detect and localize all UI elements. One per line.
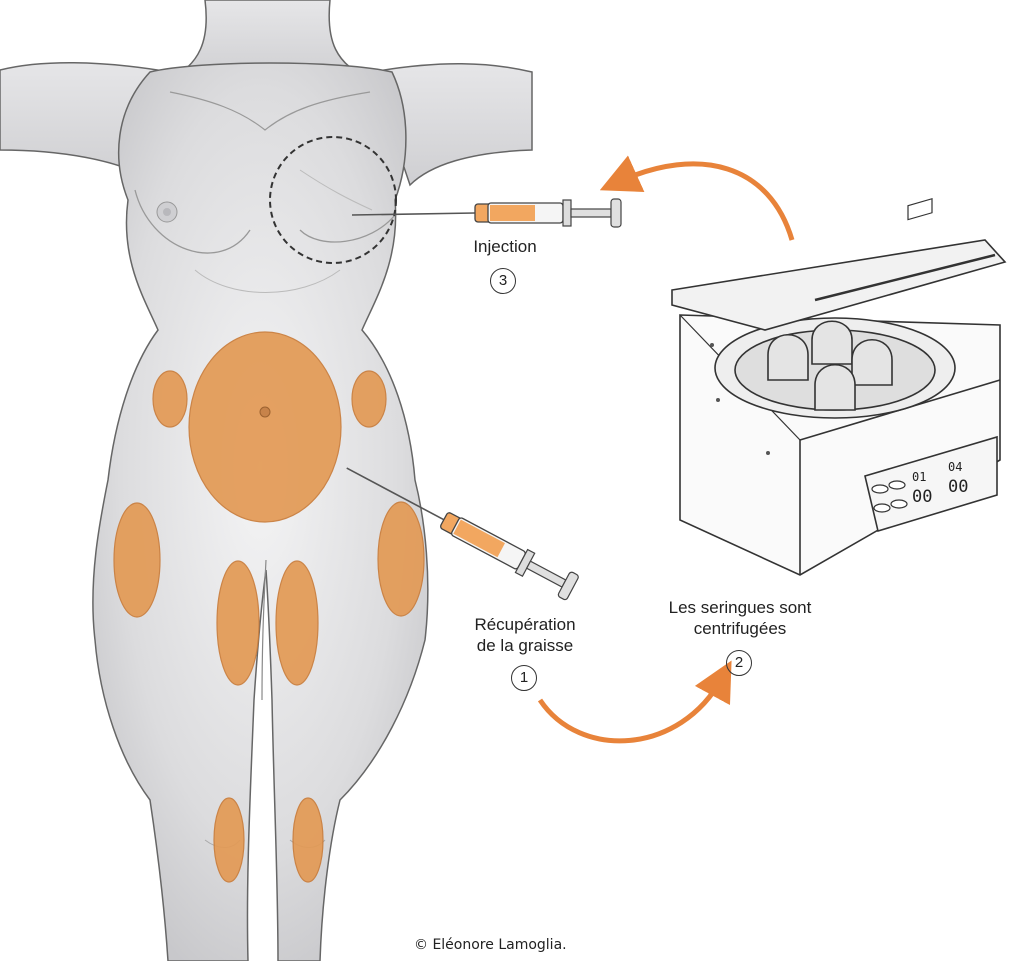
arrow-harvest-to-centrifuge	[540, 678, 722, 741]
recuperation-label-line1: Récupération	[455, 614, 595, 635]
left-knee-zone	[214, 798, 244, 882]
left-inner-thigh-zone	[217, 561, 259, 685]
step-3-badge: 3	[490, 268, 516, 294]
centrifuge-label-line1: Les seringues sont	[650, 597, 830, 618]
display-right-lower: 00	[948, 477, 968, 497]
arrow-centrifuge-to-injection	[618, 164, 792, 240]
centrifuge-machine	[672, 199, 1005, 575]
right-hip-zone	[378, 502, 424, 616]
recuperation-label-line2: de la graisse	[455, 635, 595, 656]
display-left-lower: 00	[912, 487, 932, 507]
left-hip-zone	[114, 503, 160, 617]
centrifuge-label-line2: centrifugées	[650, 618, 830, 639]
injection-label: Injection	[460, 236, 550, 257]
right-inner-thigh-zone	[276, 561, 318, 685]
right-flank-zone	[352, 371, 386, 427]
abdomen-zone	[189, 332, 341, 522]
display-right: 04	[948, 460, 962, 474]
display-left: 01	[912, 470, 926, 484]
left-flank-zone	[153, 371, 187, 427]
centrifuge-lid	[672, 240, 1005, 330]
right-knee-zone	[293, 798, 323, 882]
navel	[260, 407, 270, 417]
step-1-badge: 1	[511, 665, 537, 691]
image-credit: © Eléonore Lamoglia.	[414, 937, 567, 953]
step-2-badge: 2	[726, 650, 752, 676]
